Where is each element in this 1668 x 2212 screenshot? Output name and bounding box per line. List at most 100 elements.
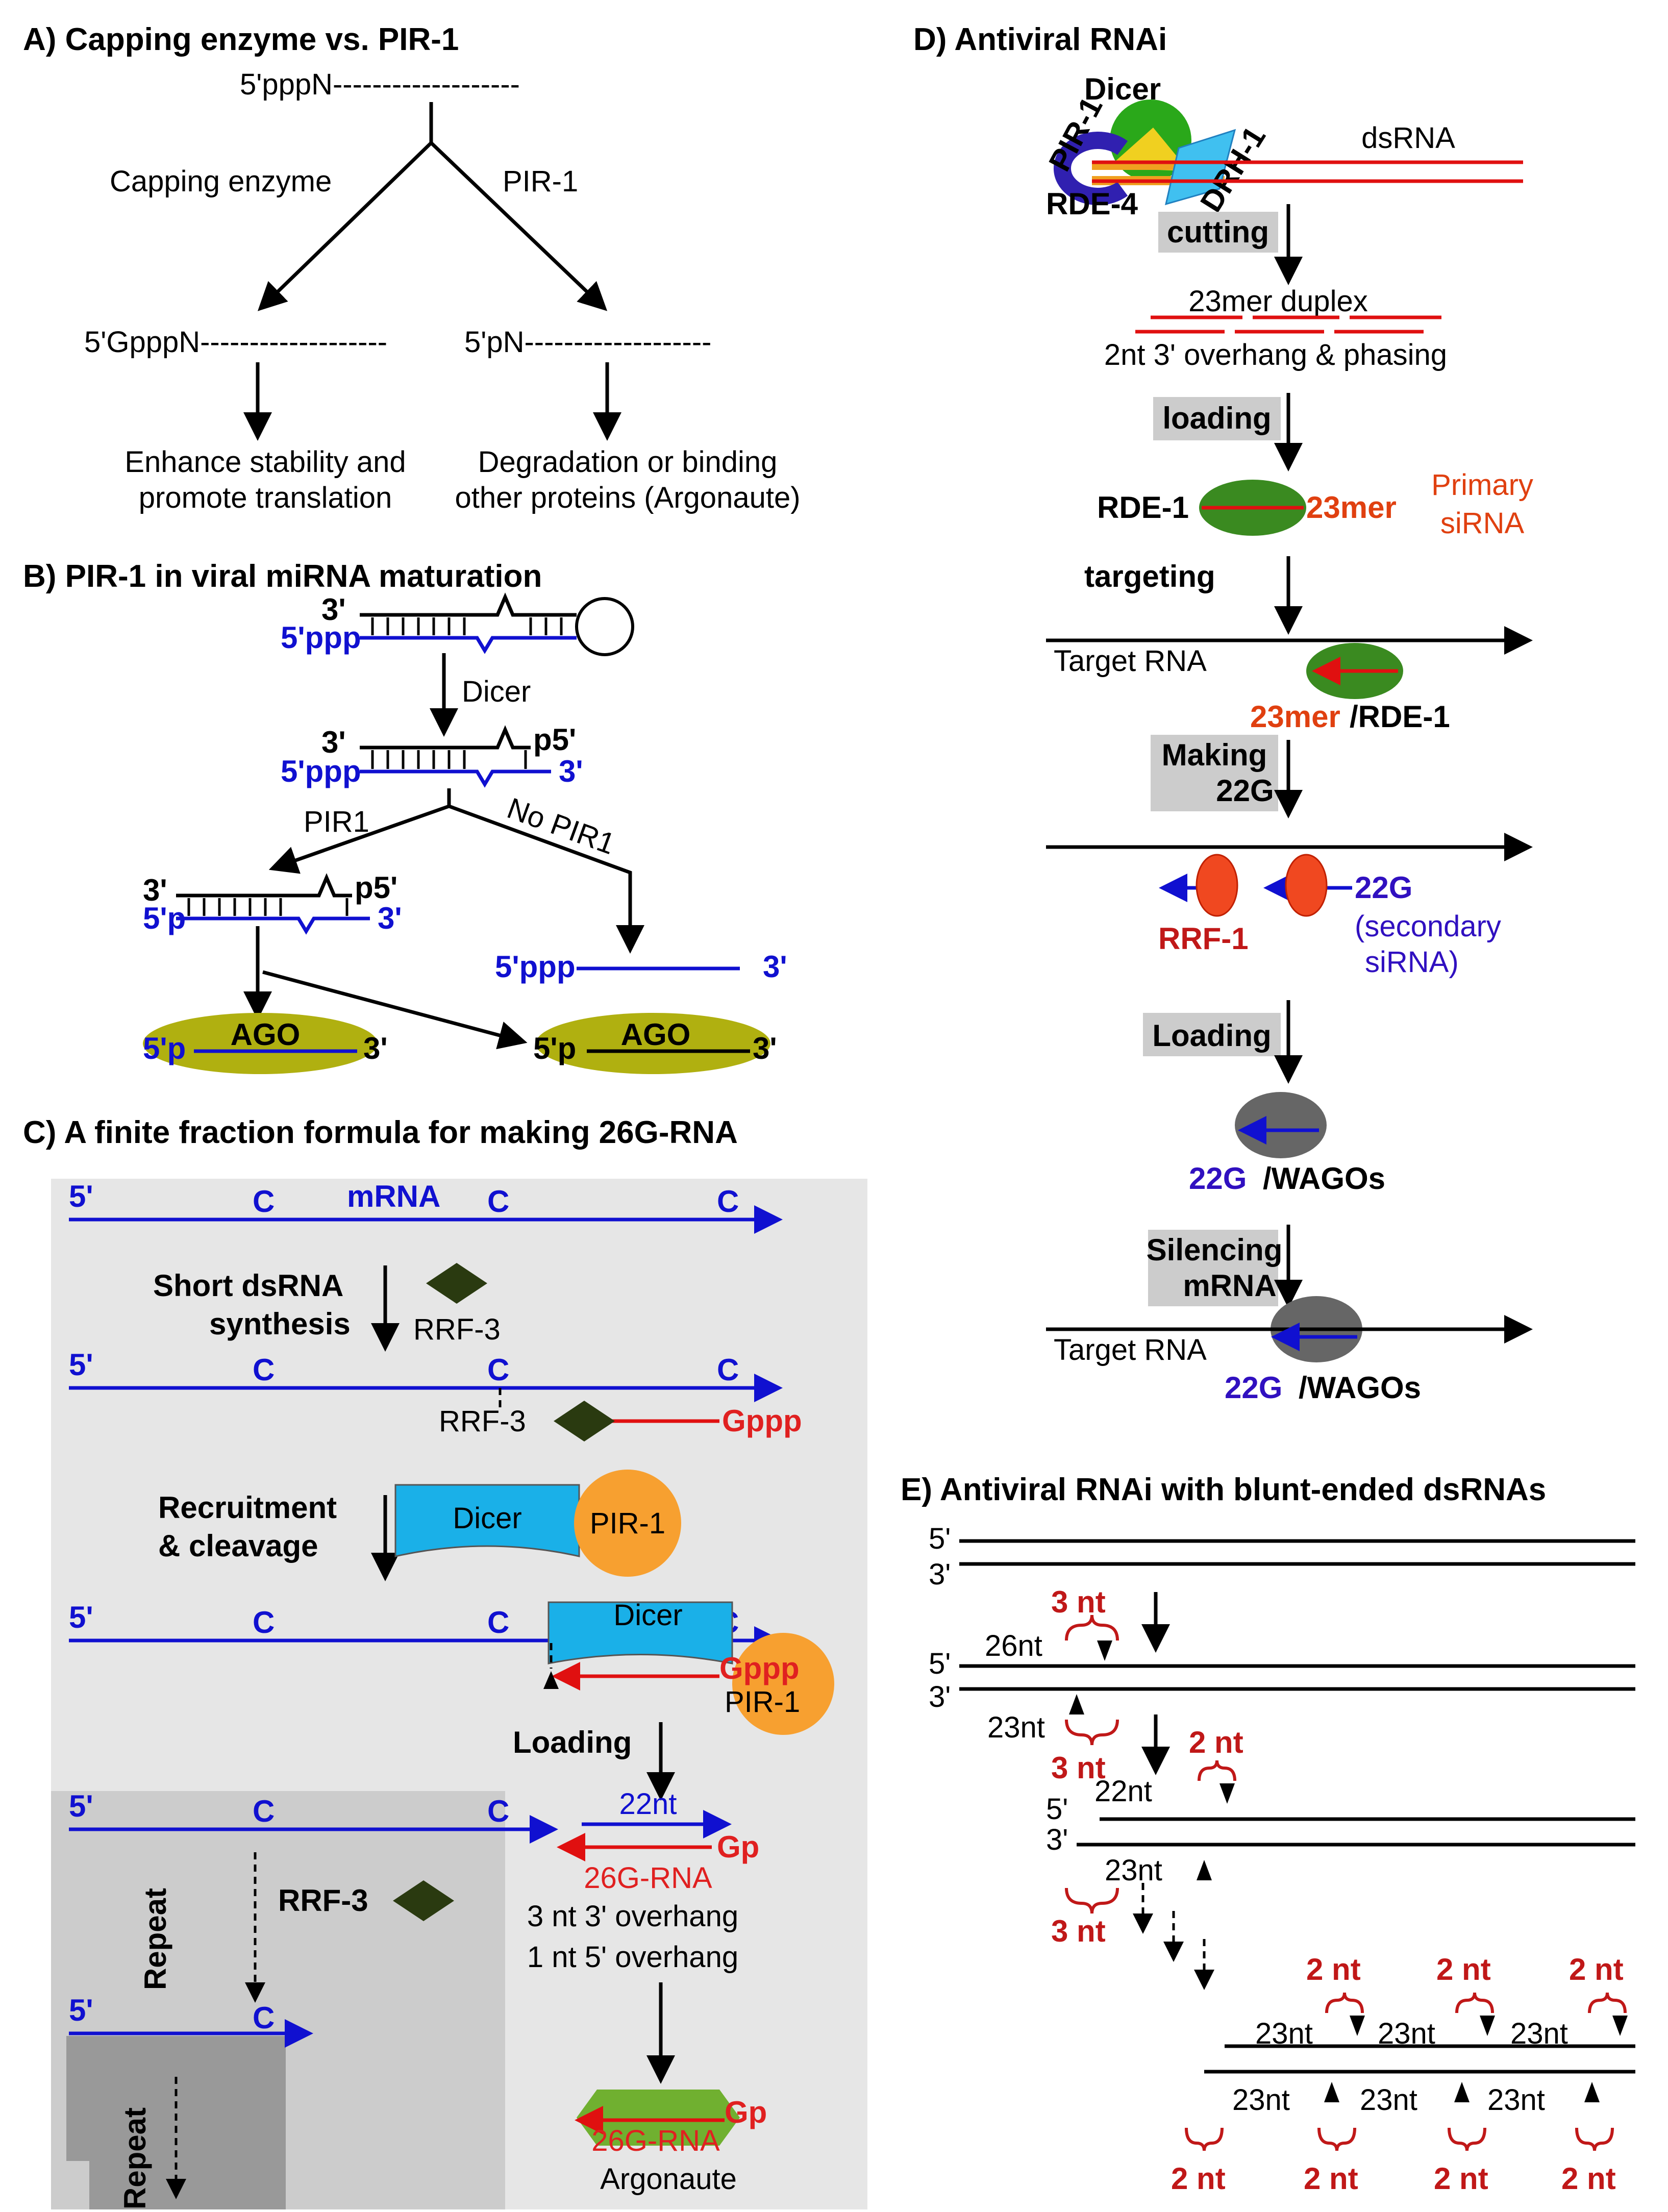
- e-cut-marker-1: [1097, 1641, 1112, 1661]
- unprocessed-5ppp: 5'ppp: [495, 950, 576, 984]
- g22-label-1: 22G: [1355, 871, 1412, 905]
- processed-3prime-blue: 3': [378, 901, 402, 935]
- processed-5p: 5'p: [143, 901, 186, 935]
- rrf3-diamond-3: [393, 1880, 454, 1921]
- mer23-label: 23mer: [1306, 490, 1397, 525]
- e-26nt-label: 26nt: [985, 1629, 1042, 1662]
- gppp-label-1: Gppp: [722, 1404, 802, 1438]
- e-cut-top-2: [1480, 2016, 1495, 2036]
- rrf3-label-2: RRF-3: [439, 1405, 526, 1438]
- processed-base-pairs: [187, 898, 348, 916]
- e-cut-top-3: [1612, 2016, 1628, 2036]
- mrna4-c1: C: [253, 1794, 275, 1828]
- monophosphate-rna-label: 5'pN-------------------: [464, 326, 711, 359]
- loading-label: loading: [1162, 401, 1271, 435]
- triphosphate-rna-label: 5'pppN-------------------: [240, 68, 520, 101]
- duplex-p5: p5': [533, 723, 576, 757]
- e-row1-5prime: 5': [929, 1522, 951, 1555]
- e-brace-3nt-row3: [1065, 1887, 1119, 1914]
- mrna5-c1: C: [253, 2001, 275, 2035]
- making-line2: 22G: [1216, 774, 1274, 808]
- primary-line1: Primary: [1431, 468, 1533, 502]
- e-brace-2nt-bottom-4: [1575, 2127, 1614, 2151]
- panel-c-title: C) A finite fraction formula for making …: [23, 1115, 738, 1150]
- mrna2-c2: C: [487, 1353, 509, 1387]
- right-arrow: [430, 141, 608, 311]
- dicer-label-2: Dicer: [613, 1599, 682, 1632]
- unprocessed-3prime: 3': [763, 950, 787, 984]
- loading-box: [1153, 397, 1281, 440]
- wago-label-2: /WAGOs: [1299, 1371, 1421, 1405]
- processed-bottom-strand: [176, 916, 370, 935]
- wago-g22-2: 22G: [1225, 1371, 1282, 1405]
- duplex-label: 23mer duplex: [1188, 285, 1367, 318]
- e-cut-bottom-2: [1454, 2082, 1470, 2102]
- hairpin-5ppp: 5'ppp: [281, 620, 361, 655]
- e-2nt-top-3: 2 nt: [1569, 1952, 1624, 1986]
- mrna1-5prime: 5': [69, 1179, 93, 1213]
- step1-line1: Short dsRNA: [153, 1269, 343, 1303]
- e-3nt-top: 3 nt: [1051, 1585, 1106, 1619]
- loading2-label: Loading: [1152, 1018, 1271, 1053]
- panel-c: C) A finite fraction formula for making …: [23, 1115, 867, 2209]
- ago-right-5p: 5'p: [533, 1031, 576, 1065]
- dicer-triangle: [1107, 128, 1189, 171]
- e-2nt-row3: 2 nt: [1189, 1725, 1243, 1759]
- e-row3-5prime: 5': [1046, 1793, 1068, 1826]
- rrf3-label-3: RRF-3: [278, 1883, 368, 1918]
- target-rde1: /RDE-1: [1350, 700, 1450, 734]
- e-brace-2nt-bottom-2: [1317, 2127, 1356, 2151]
- hairpin-bottom-strand: [360, 636, 577, 654]
- e-23nt-label-2: 23nt: [1105, 1854, 1162, 1887]
- panel-a: A) Capping enzyme vs. PIR-1 5'pppN------…: [23, 22, 801, 514]
- rrf3-diamond-2: [554, 1401, 615, 1441]
- processed-top-strand: [176, 873, 352, 898]
- e-23nt-bottom-3: 23nt: [1487, 2083, 1545, 2117]
- duplex-3prime-blue: 3': [559, 754, 583, 788]
- duplex-3prime: 3': [321, 725, 346, 759]
- target-rna-label-2: Target RNA: [1054, 1333, 1207, 1366]
- panel-d-title: D) Antiviral RNAi: [913, 22, 1167, 57]
- dicer-label-1: Dicer: [453, 1502, 521, 1535]
- dicer-shape-2: [547, 1601, 733, 1664]
- e-22nt-label: 22nt: [1094, 1775, 1152, 1808]
- mrna3-5prime: 5': [69, 1600, 93, 1634]
- mrna4-c2: C: [487, 1794, 509, 1828]
- e-cut-top-1: [1350, 2016, 1365, 2036]
- panel-b: B) PIR-1 in viral miRNA maturation 3' 5'…: [23, 559, 787, 1074]
- processed-p5: p5': [355, 871, 397, 905]
- e-23nt-bottom-2: 23nt: [1360, 2083, 1417, 2117]
- mrna1-c3: C: [717, 1184, 739, 1219]
- e-23nt-bottom-1: 23nt: [1232, 2083, 1290, 2117]
- step2-line1: Recruitment: [158, 1490, 337, 1525]
- gppp-label-2: Gppp: [719, 1651, 800, 1685]
- ago-left: [143, 1013, 378, 1074]
- gp-label-1: Gp: [717, 1830, 759, 1864]
- argonaute-label: Argonaute: [600, 2163, 737, 2196]
- e-3nt-bottom: 3 nt: [1051, 1751, 1106, 1785]
- capped-outcome-line1: Enhance stability and: [125, 445, 406, 479]
- panel-a-title: A) Capping enzyme vs. PIR-1: [23, 22, 459, 57]
- e-row3-3prime: 3': [1046, 1823, 1068, 1856]
- panel-b-title: B) PIR-1 in viral miRNA maturation: [23, 559, 542, 594]
- secondary-line1: (secondary: [1355, 910, 1501, 943]
- ago-load-arrow-2: [262, 970, 528, 1050]
- pir1-crescent: [1054, 132, 1128, 205]
- argonaute-hexagon: [577, 2090, 740, 2146]
- e-2nt-bottom-1: 2 nt: [1171, 2161, 1226, 2196]
- no-pir1-label: No PIR1: [503, 791, 619, 861]
- pir1-label-2: PIR-1: [725, 1685, 800, 1719]
- repeat-label-2: Repeat: [118, 2107, 152, 2209]
- e-brace-2nt-top-3: [1588, 1992, 1627, 2014]
- rna26g-label-1: 26G-RNA: [584, 1861, 712, 1895]
- mrna4-5prime: 5': [69, 1789, 93, 1823]
- pir1-label-1: PIR-1: [590, 1507, 665, 1540]
- panel-e: E) Antiviral RNAi with blunt-ended dsRNA…: [901, 1472, 1635, 2196]
- making-box: [1151, 735, 1278, 811]
- rrf3-label-1: RRF-3: [413, 1313, 501, 1346]
- loading2-box: [1143, 1013, 1281, 1056]
- nt22-label: 22nt: [619, 1787, 677, 1821]
- mrna3-c1: C: [253, 1605, 275, 1639]
- step1-line2: synthesis: [209, 1307, 351, 1341]
- wago-ellipse-1: [1235, 1092, 1327, 1158]
